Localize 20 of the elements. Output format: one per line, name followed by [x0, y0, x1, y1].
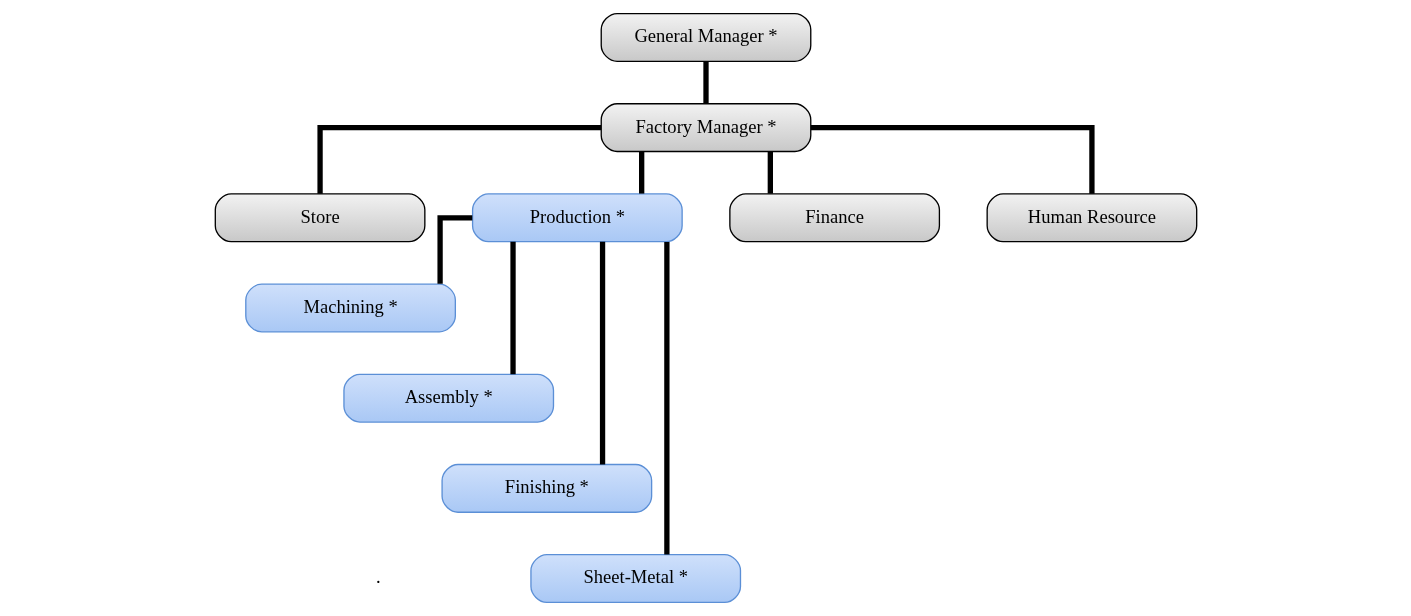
connector: [436, 215, 472, 284]
node-box: Sheet-Metal *: [529, 554, 741, 604]
connector: [316, 125, 601, 194]
connector: [509, 241, 516, 375]
connector: [663, 242, 670, 555]
node-box: Finance: [728, 193, 940, 243]
node-box: Store: [214, 193, 425, 243]
label: .: [375, 566, 381, 588]
connector: [702, 61, 709, 104]
node-box: Assembly *: [342, 373, 554, 423]
connector: [638, 151, 644, 194]
node-box: Production *: [471, 193, 683, 243]
connector: [599, 241, 605, 465]
node-box: Human Resource: [986, 193, 1197, 243]
connector: [767, 151, 773, 194]
node-box: General Manager *: [600, 12, 811, 62]
node-box: Factory Manager *: [600, 103, 811, 153]
connector: [810, 125, 1095, 194]
node-box: Machining *: [244, 283, 456, 333]
node-box: Finishing *: [440, 463, 652, 513]
